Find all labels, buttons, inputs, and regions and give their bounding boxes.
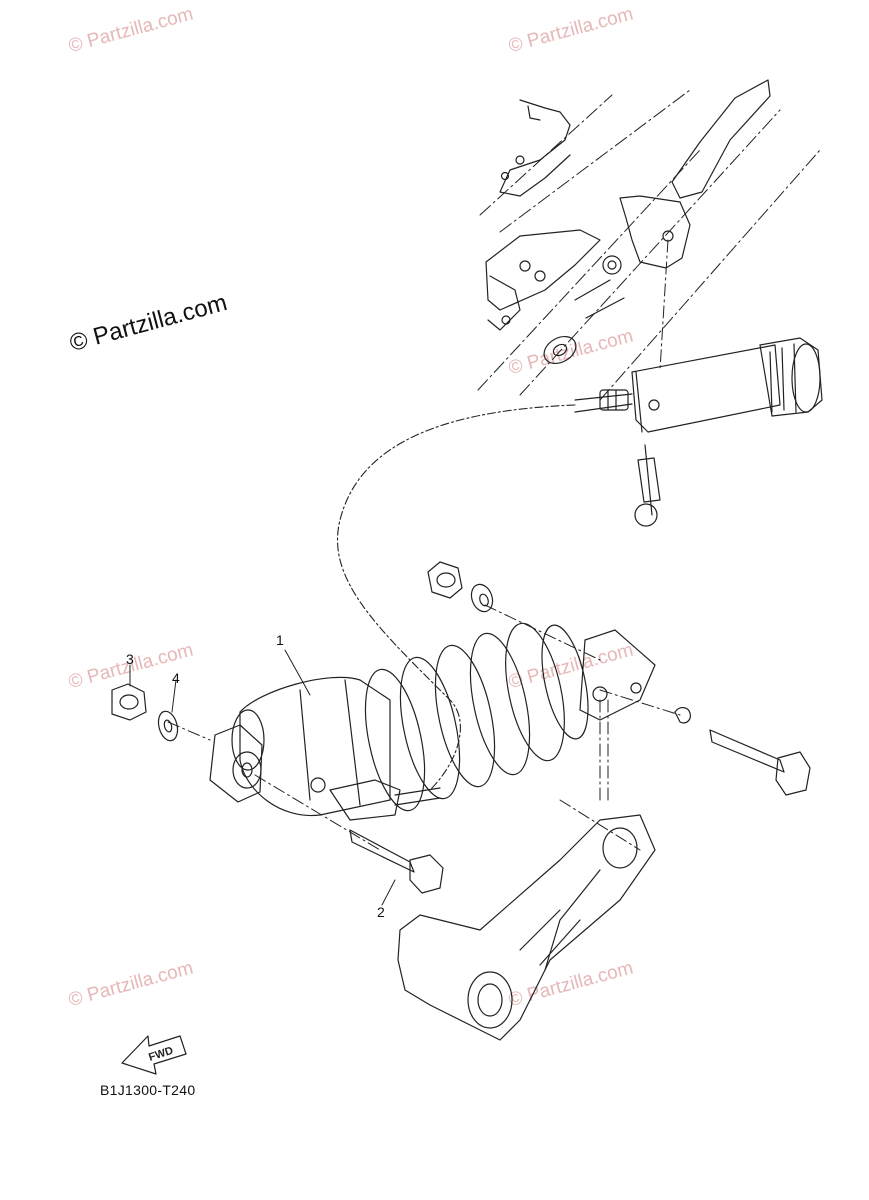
lower-bolt — [349, 829, 444, 894]
adjuster-screw — [634, 444, 661, 527]
remote-hose — [336, 404, 576, 791]
leader-line-4 — [171, 679, 177, 713]
frame-bracket-left — [485, 229, 601, 331]
linkage-arm — [397, 814, 656, 1041]
callout-2: 2 — [377, 904, 385, 920]
frame-bracket-right — [671, 79, 771, 199]
callout-3: 3 — [126, 651, 134, 667]
upper-bolt — [674, 707, 811, 796]
frame-bracket-top — [499, 99, 571, 197]
lower-nut — [111, 683, 147, 721]
mount-line-bolt-lower — [254, 774, 381, 851]
mount-line-upper — [659, 239, 669, 371]
leader-line-1 — [284, 649, 311, 696]
upper-nut — [427, 561, 463, 599]
leader-line-2 — [381, 879, 396, 906]
mount-line-washer-upper — [484, 604, 601, 661]
fwd-label: FWD — [147, 1045, 175, 1064]
frame-mount-upper — [543, 195, 691, 365]
frame-outline — [477, 89, 821, 401]
callout-4: 4 — [172, 670, 180, 686]
lower-washer — [157, 710, 179, 742]
shock-absorber — [209, 622, 656, 821]
diagram-code: B1J1300-T240 — [100, 1082, 196, 1098]
callout-1: 1 — [276, 632, 284, 648]
upper-washer — [470, 583, 494, 613]
mount-line-nut — [167, 721, 211, 741]
preload-adjuster — [574, 337, 823, 433]
fwd-arrow-icon — [121, 1035, 187, 1075]
mount-line-bolt-upper — [599, 689, 681, 716]
